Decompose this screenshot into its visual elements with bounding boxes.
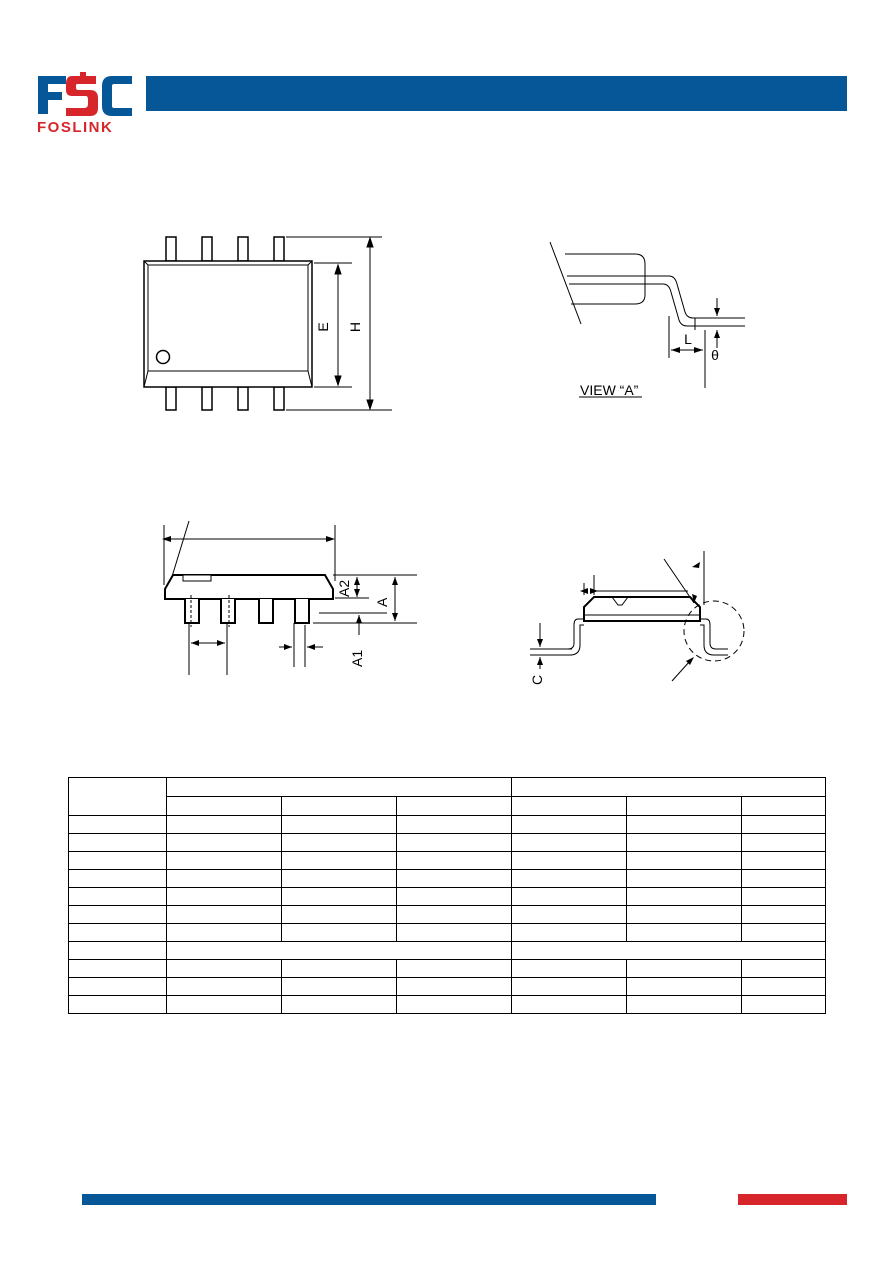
top-view-drawing: E H bbox=[143, 236, 392, 411]
symbol-header-cell bbox=[68, 777, 167, 816]
dim-a1-label: A1 bbox=[349, 650, 365, 667]
table-row bbox=[68, 815, 827, 834]
dim-c-label: C bbox=[529, 675, 545, 685]
subheader-cell bbox=[626, 796, 743, 816]
footer-bar-blue bbox=[82, 1194, 656, 1205]
table-row bbox=[68, 905, 827, 924]
dim-e-label: E bbox=[315, 322, 331, 331]
subheader-cell bbox=[166, 796, 282, 816]
table-subheader-row bbox=[69, 796, 827, 816]
table-row bbox=[68, 995, 827, 1014]
table-row bbox=[68, 923, 827, 942]
dim-theta-label: θ bbox=[711, 347, 719, 363]
end-view-drawing: C bbox=[529, 551, 745, 685]
table-header-row bbox=[68, 777, 827, 816]
dim-a2-label: A2 bbox=[336, 580, 352, 597]
subheader-cell bbox=[741, 796, 827, 816]
side-view-drawing: A2 A A1 bbox=[162, 520, 417, 675]
table-row bbox=[68, 851, 827, 870]
brand-name: FOSLINK bbox=[37, 119, 113, 136]
table-row bbox=[68, 887, 827, 906]
subheader-cell bbox=[281, 796, 397, 816]
view-a-drawing: L θ VIEW “A” bbox=[549, 241, 745, 398]
table-row bbox=[68, 977, 827, 996]
table-row bbox=[68, 833, 827, 852]
table-row bbox=[68, 959, 827, 978]
footer-bar-red bbox=[738, 1194, 847, 1205]
table-row-merged bbox=[68, 941, 827, 960]
foslink-logo: FOSLINK bbox=[37, 72, 132, 136]
group-header-cell bbox=[165, 777, 513, 797]
table-row bbox=[68, 869, 827, 888]
subheader-cell bbox=[395, 796, 513, 816]
dim-l-label: L bbox=[684, 331, 692, 347]
dimension-table bbox=[68, 777, 827, 1014]
view-a-caption: VIEW “A” bbox=[580, 382, 639, 398]
dim-h-label: H bbox=[347, 322, 363, 332]
subheader-cell bbox=[511, 796, 628, 816]
dim-a-label: A bbox=[374, 597, 390, 607]
header-bar bbox=[146, 76, 847, 111]
group-header-cell bbox=[511, 777, 827, 797]
